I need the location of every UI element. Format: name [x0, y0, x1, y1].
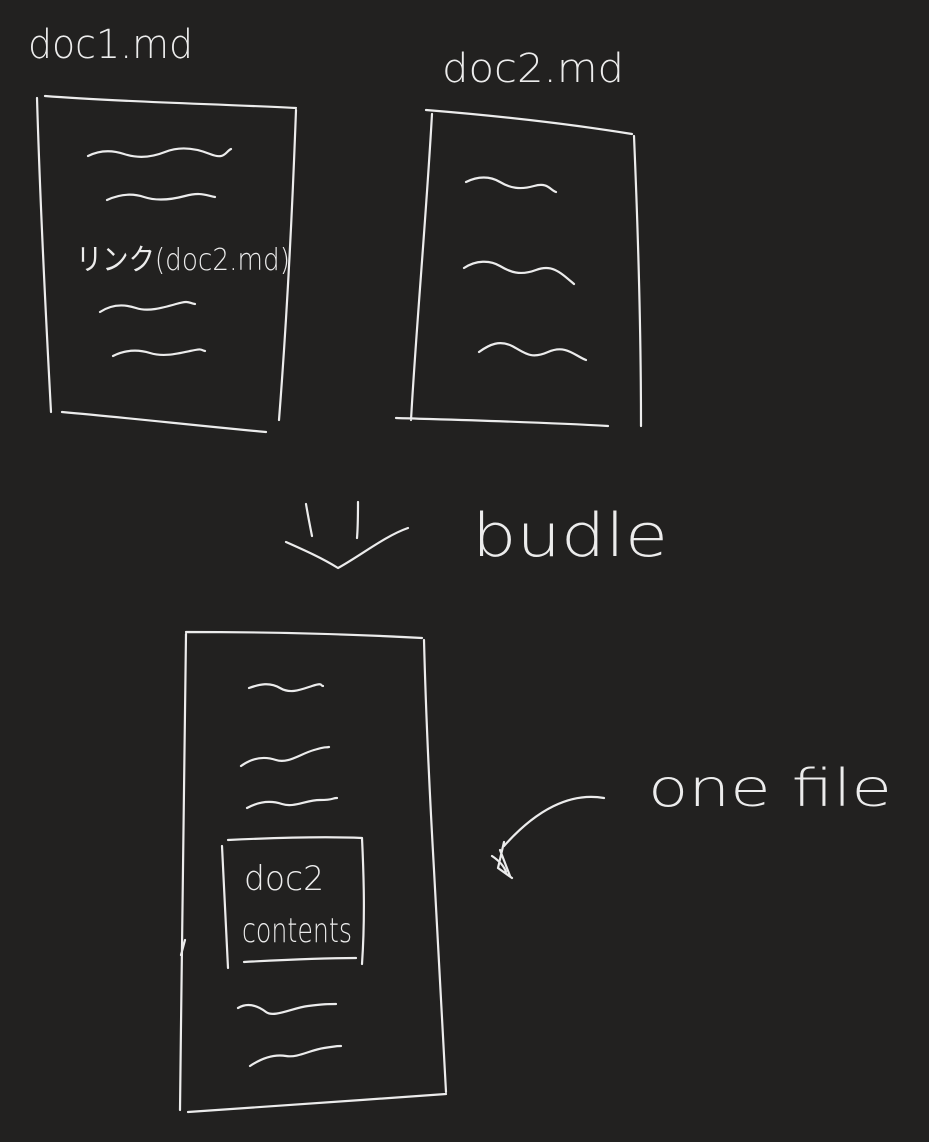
doc2-text-squiggle-2 — [462, 260, 576, 286]
doc2-filename: doc2.md — [442, 46, 624, 92]
bundle-arrow-group: budle — [284, 500, 668, 571]
doc2-group: doc2.md — [394, 46, 643, 428]
doc1-link-text: リンク(doc2.md) — [76, 243, 290, 278]
doc1-text-squiggle-1 — [86, 147, 233, 158]
bundled-file-group: doc2 contents — [178, 630, 448, 1114]
one-file-label: one file — [648, 759, 892, 819]
doc2-text-squiggle-3 — [477, 342, 588, 362]
doc1-group: doc1.md リンク(doc2.md) — [28, 22, 298, 434]
bundled-text-squiggle-1 — [247, 683, 325, 693]
pointer-arrow-icon — [490, 795, 606, 880]
doc1-text-squiggle-3 — [98, 300, 197, 314]
doc1-text-squiggle-4 — [111, 348, 207, 358]
bundled-text-squiggle-4 — [236, 1002, 338, 1015]
bundle-label: budle — [472, 501, 668, 571]
bundled-page-outline — [178, 630, 448, 1114]
bundled-text-squiggle-5 — [248, 1044, 343, 1068]
embedded-doc2-label-line2: contents — [242, 911, 352, 951]
embedded-doc2-box — [220, 836, 365, 970]
down-arrow-icon — [284, 500, 410, 570]
doc2-text-squiggle-1 — [464, 176, 558, 194]
bundled-text-squiggle-3 — [245, 796, 339, 810]
bundled-text-squiggle-2 — [239, 745, 331, 768]
doc1-text-squiggle-2 — [105, 192, 217, 202]
embedded-doc2-label-line1: doc2 — [244, 859, 324, 899]
doc1-page-outline — [35, 94, 298, 434]
annotation-group: one file — [490, 759, 892, 880]
doc1-filename: doc1.md — [28, 22, 193, 68]
doc2-page-outline — [394, 108, 643, 428]
